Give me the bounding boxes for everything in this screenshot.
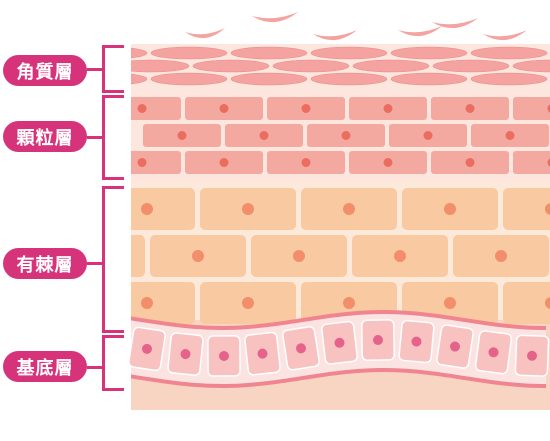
spinosum-cell [131,235,145,277]
basale-cell [436,324,474,369]
corneum-cell [131,59,190,73]
granulosum-nucleus [301,104,311,113]
flaking-cell [398,26,442,37]
label-stratum-granulosum: 顆粒層 [3,121,87,152]
corneum-cell [390,46,468,60]
spinosum-nucleus [343,297,355,309]
flaking-cell [432,18,478,29]
basale-nucleus [257,348,268,359]
corneum-cell [150,72,228,86]
label-stratum-granulosum-text: 顆粒層 [16,127,74,149]
label-stratum-corneum: 角質層 [3,55,87,86]
flaking-cell [313,30,357,41]
basale-nucleus [450,341,460,352]
basale-cell [474,330,513,375]
granulosum-nucleus [423,131,433,140]
flaking-cell [185,28,225,39]
corneum-cell [272,59,350,73]
corneum-cell [352,59,430,73]
spinosum-nucleus [242,297,254,309]
spinosum-nucleus [444,297,456,309]
corneum-cell [131,47,148,59]
granulosum-nucleus [219,158,229,167]
label-stratum-corneum-text: 角質層 [16,61,74,83]
spinosum-nucleus [192,250,204,262]
basale-cell [244,331,281,376]
label-stratum-basale-text: 基底層 [16,357,74,379]
stratum-spinosum-cells [131,188,550,324]
granulosum-nucleus [137,104,147,113]
basale-cell [321,320,358,365]
label-stratum-basale: 基底層 [3,351,87,382]
basale-nucleus [527,350,537,361]
stratum-granulosum-cells [131,97,550,174]
granulosum-nucleus [505,131,515,140]
basale-cell [514,334,550,377]
granulosum-nucleus [219,104,229,113]
corneum-cell [230,46,308,60]
spinosum-nucleus [394,250,406,262]
basale-cell [207,335,241,377]
spinosum-cell [503,282,550,324]
granulosum-nucleus [547,158,550,167]
corneum-cell [131,73,148,85]
spinosum-nucleus [242,203,254,215]
corneum-cell [310,46,388,60]
corneum-cell [470,72,548,86]
corneum-cell [470,46,548,60]
corneum-cell [150,46,228,60]
spinosum-nucleus [444,203,456,215]
granulosum-nucleus [341,131,351,140]
spinosum-nucleus [545,297,550,309]
corneum-cell [230,72,308,86]
granulosum-nucleus [383,158,393,167]
flaking-cell [483,30,527,41]
granulosum-nucleus [465,158,475,167]
granulosum-nucleus [547,104,550,113]
granulosum-cell [513,97,550,120]
spinosum-nucleus [495,250,507,262]
corneum-cell [512,59,550,73]
label-stratum-spinosum-text: 有棘層 [16,254,74,276]
basale-cell [128,326,166,372]
stratum-corneum-cells [131,46,550,86]
granulosum-nucleus [259,131,269,140]
granulosum-nucleus [177,131,187,140]
spinosum-nucleus [343,203,355,215]
spinosum-cell [131,282,195,324]
granulosum-cell [131,97,181,120]
granulosum-nucleus [137,158,147,167]
basale-cell [398,319,435,364]
spinosum-nucleus [141,203,153,215]
basale-nucleus [373,335,383,346]
basale-cell [167,332,204,376]
basale-nucleus [334,337,345,348]
granulosum-cell [131,151,181,174]
spinosum-nucleus [293,250,305,262]
granulosum-nucleus [383,104,393,113]
granulosum-nucleus [465,104,475,113]
flaking-cell [252,12,298,23]
basale-nucleus [411,336,422,347]
granulosum-cell [513,151,550,174]
corneum-cell [310,72,388,86]
basale-cell [282,326,320,371]
granulosum-nucleus [301,158,311,167]
label-stratum-spinosum: 有棘層 [3,248,87,279]
corneum-cell [432,59,510,73]
corneum-cell [192,59,270,73]
corneum-cell [390,72,468,86]
basale-nucleus [142,343,152,354]
basale-cell [360,319,396,361]
basale-nucleus [219,350,229,361]
basale-nucleus [180,349,191,360]
basale-nucleus [488,347,499,358]
spinosum-nucleus [141,297,153,309]
spinosum-nucleus [545,203,550,215]
spinosum-cell [131,188,195,230]
basale-nucleus [296,343,306,354]
spinosum-cell [503,188,550,230]
